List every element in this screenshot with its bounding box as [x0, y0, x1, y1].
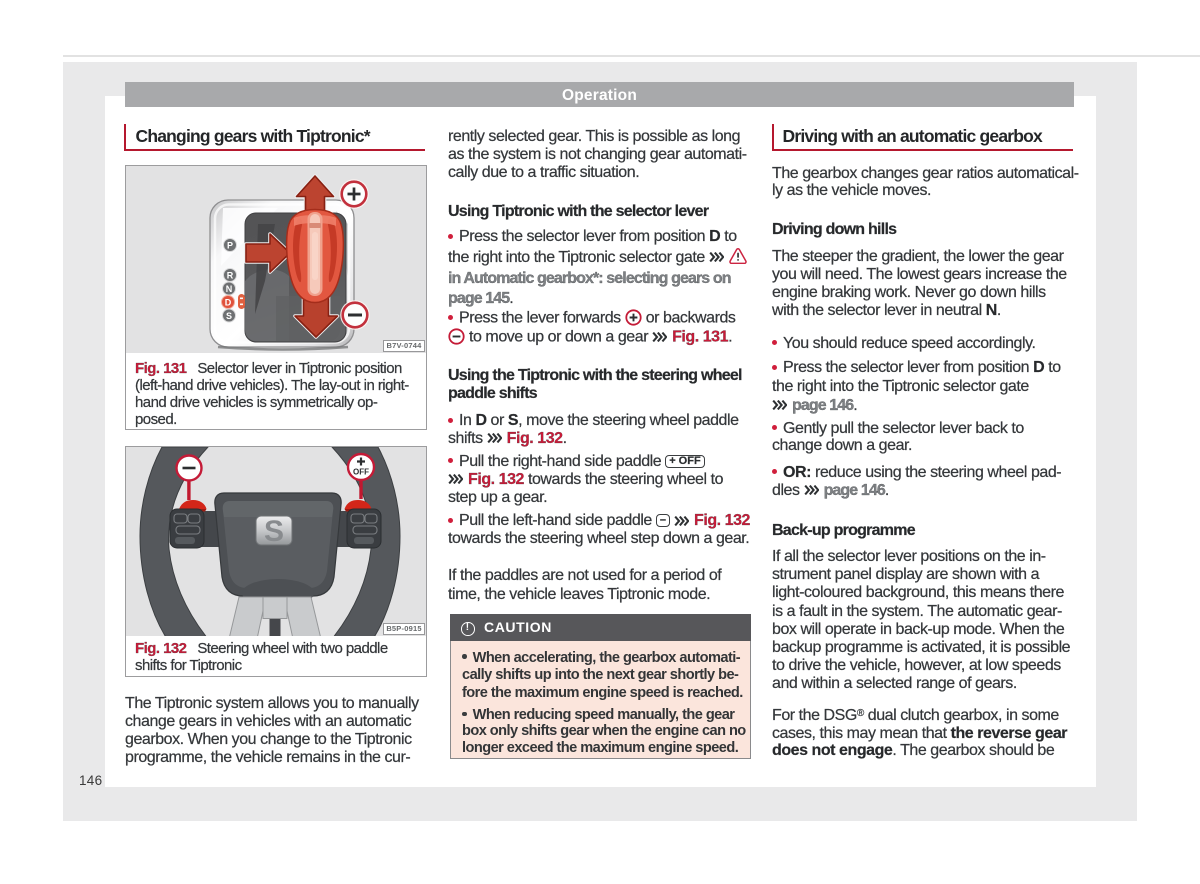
svg-text:N: N [226, 283, 233, 293]
svg-text:S: S [264, 515, 284, 548]
svg-text:OFF: OFF [353, 467, 369, 476]
svg-text:S: S [226, 310, 232, 320]
svg-text:D: D [225, 297, 232, 307]
svg-text:P: P [227, 240, 233, 250]
svg-text:R: R [227, 270, 234, 280]
